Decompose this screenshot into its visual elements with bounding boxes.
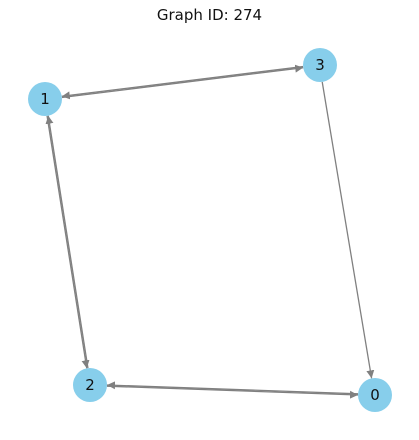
edges-layer bbox=[45, 64, 375, 399]
edge-3-to-0 bbox=[321, 81, 375, 379]
graph-title: Graph ID: 274 bbox=[156, 6, 263, 24]
node-circle-0 bbox=[358, 378, 392, 412]
edge-2-to-1 bbox=[45, 115, 89, 369]
node-label-1: 1 bbox=[40, 90, 50, 108]
node-1: 1 bbox=[28, 82, 62, 116]
nodes-layer: 0 1 2 3 bbox=[28, 48, 392, 412]
node-circle-2 bbox=[73, 368, 107, 402]
edge-3-to-1 bbox=[61, 65, 304, 100]
node-label-3: 3 bbox=[315, 56, 325, 74]
node-circle-3 bbox=[303, 48, 337, 82]
edge-2-to-0 bbox=[106, 385, 359, 399]
edge-1-to-2 bbox=[46, 115, 90, 369]
node-label-0: 0 bbox=[370, 386, 380, 404]
edge-0-to-2 bbox=[106, 381, 359, 395]
edge-1-to-3 bbox=[61, 64, 304, 99]
node-circle-1 bbox=[28, 82, 62, 116]
node-label-2: 2 bbox=[85, 376, 95, 394]
node-3: 3 bbox=[303, 48, 337, 82]
node-2: 2 bbox=[73, 368, 107, 402]
node-0: 0 bbox=[358, 378, 392, 412]
